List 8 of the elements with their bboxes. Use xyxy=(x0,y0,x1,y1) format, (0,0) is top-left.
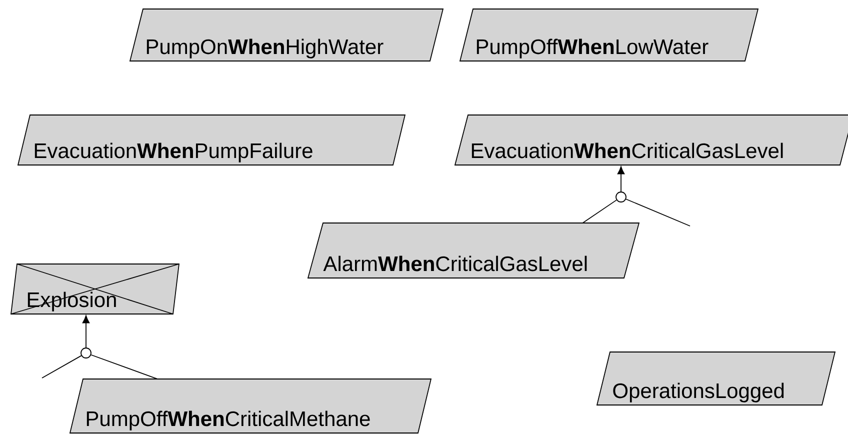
refinement-link xyxy=(582,200,617,224)
refinement-link xyxy=(42,355,82,378)
refinement-link xyxy=(626,198,690,226)
refinement-link xyxy=(617,166,625,192)
refinement-circle xyxy=(80,348,92,358)
refinement-link xyxy=(82,315,90,348)
refinement-circle xyxy=(616,192,626,202)
refinement-link xyxy=(90,354,158,380)
